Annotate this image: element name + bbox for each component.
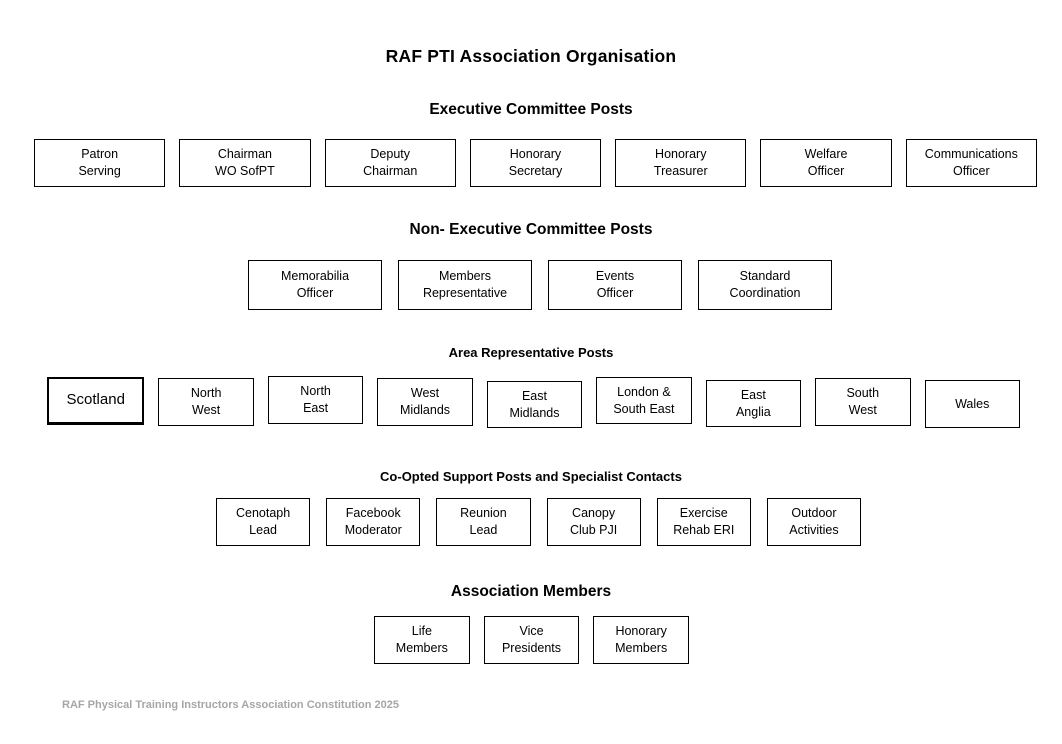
section-heading-association-members: Association Members <box>450 583 612 600</box>
org-box-west-midlands: West Midlands <box>377 378 473 426</box>
org-box-honorary-treasurer: Honorary Treasurer <box>615 139 747 187</box>
page-title: RAF PTI Association Organisation <box>385 46 677 66</box>
org-box-reunion-lead: Reunion Lead <box>436 498 531 546</box>
org-box-standard-coordination: Standard Coordination <box>698 260 832 310</box>
org-box-chairman-wo-sofpt: Chairman WO SofPT <box>179 139 311 187</box>
org-box-north-west: North West <box>158 378 254 426</box>
org-box-honorary-members: Honorary Members <box>593 616 690 664</box>
org-box-deputy-chairman: Deputy Chairman <box>324 139 456 187</box>
row-area-representative-posts: Scotland North West North East West Midl… <box>47 376 1020 428</box>
row-co-opted-support-posts: Cenotaph Lead Facebook Moderator Reunion… <box>216 498 862 546</box>
row-non-executive-posts: Memorabilia Officer Members Representati… <box>248 260 832 310</box>
constitution-footer-note: RAF Physical Training Instructors Associ… <box>62 699 399 711</box>
section-heading-area-representatives: Area Representative Posts <box>448 345 614 360</box>
org-box-east-anglia: East Anglia <box>705 380 802 427</box>
org-box-london-south-east: London & South East <box>596 377 692 424</box>
org-box-canopy-club-pji: Canopy Club PJI <box>546 498 641 546</box>
org-box-memorabilia-officer: Memorabilia Officer <box>248 260 382 310</box>
org-box-communications-officer: Communications Officer <box>905 139 1037 187</box>
org-box-vice-presidents: Vice Presidents <box>483 616 580 664</box>
org-box-cenotaph-lead: Cenotaph Lead <box>216 498 311 546</box>
org-box-patron-serving: Patron Serving <box>34 139 166 187</box>
org-box-members-representative: Members Representative <box>398 260 532 310</box>
section-heading-non-executive: Non- Executive Committee Posts <box>409 221 653 238</box>
org-box-outdoor-activities: Outdoor Activities <box>766 498 862 546</box>
org-box-exercise-rehab-eri: Exercise Rehab ERI <box>656 498 751 546</box>
org-box-facebook-moderator: Facebook Moderator <box>326 498 421 546</box>
section-heading-executive: Executive Committee Posts <box>429 101 633 118</box>
org-box-life-members: Life Members <box>374 616 470 664</box>
org-box-honorary-secretary: Honorary Secretary <box>469 139 602 187</box>
org-box-south-west: South West <box>815 378 911 426</box>
section-heading-co-opted-support: Co-Opted Support Posts and Specialist Co… <box>380 469 682 484</box>
org-box-scotland: Scotland <box>47 377 145 425</box>
org-box-events-officer: Events Officer <box>548 260 682 310</box>
org-box-wales: Wales <box>924 380 1020 428</box>
org-box-north-east: North East <box>267 376 364 424</box>
row-association-members: Life Members Vice Presidents Honorary Me… <box>374 616 690 664</box>
row-executive-posts: Patron Serving Chairman WO SofPT Deputy … <box>34 139 1037 187</box>
org-box-welfare-officer: Welfare Officer <box>760 139 892 187</box>
org-box-east-midlands: East Midlands <box>486 381 583 428</box>
